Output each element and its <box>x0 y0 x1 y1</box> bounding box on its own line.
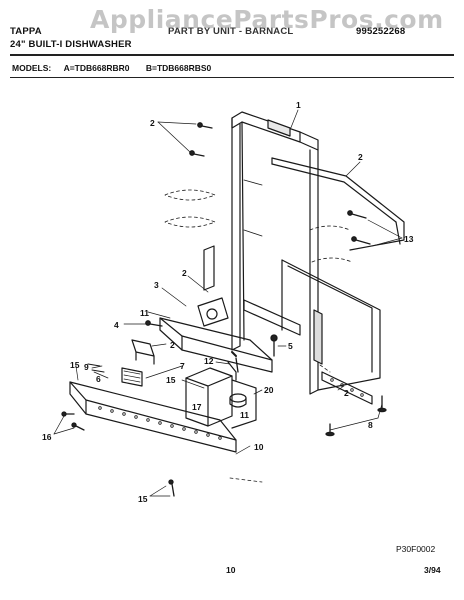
model-a: A=TDB668RBR0 <box>63 63 130 73</box>
models-line: MODELS: A=TDB668RBR0 B=TDB668RBS0 <box>12 63 211 73</box>
revision-date: 3/94 <box>424 565 441 575</box>
callout-4: 11 <box>140 308 149 318</box>
switch-part <box>197 245 229 327</box>
callout-17: 20 <box>264 385 274 395</box>
callout-11: 17 <box>192 402 202 412</box>
callout-10: 16 <box>42 432 52 442</box>
callout-5: 2 <box>170 340 175 350</box>
callout-2: 11 <box>240 410 249 420</box>
callout-2: 13 <box>404 234 414 244</box>
lower-frame-part <box>281 259 381 405</box>
switch-block-part <box>121 367 143 387</box>
watermark: AppliancePartsPros.com <box>90 5 444 34</box>
figure-code: P30F0002 <box>396 544 436 554</box>
model-b: B=TDB668RBS0 <box>145 63 212 73</box>
control-panel-part <box>69 381 237 453</box>
callout-3: 2 <box>182 268 187 278</box>
brand-label: TAPPA <box>10 26 42 37</box>
clip-part <box>131 339 155 365</box>
callout-12: 7 <box>180 361 185 371</box>
part-number: 995252268 <box>356 26 406 37</box>
callout-2: 4 <box>114 320 119 330</box>
callout-15: 5 <box>288 341 293 351</box>
callout-8: 10 <box>254 442 264 452</box>
callout-16: 2 <box>344 388 349 398</box>
callout-7: 6 <box>96 374 101 384</box>
models-label: MODELS: <box>12 63 52 73</box>
header-subtitle: 24" BUILT-I DISHWASHER <box>10 39 132 50</box>
callout-10: 15 <box>138 494 148 504</box>
header-rule-top <box>10 54 454 56</box>
callout-11: 3 <box>154 280 159 290</box>
header-center-title: PART BY UNIT - BARNACL <box>168 26 294 37</box>
callout-13: 2 <box>358 152 363 162</box>
leader-lines <box>53 109 403 497</box>
callout-15: 8 <box>368 420 373 430</box>
callout-2: 2 <box>150 118 155 128</box>
callout-20: 15 <box>166 375 176 385</box>
callout-6: 9 <box>84 362 89 372</box>
header-rule-bottom <box>10 77 454 78</box>
side-bracket-part <box>271 157 405 251</box>
hidden-lines <box>164 189 353 483</box>
frame-part <box>231 111 319 395</box>
page-number: 10 <box>226 565 236 575</box>
callout-9: 15 <box>70 360 80 370</box>
callout-15: 12 <box>204 356 214 366</box>
screws <box>61 122 387 497</box>
mounting-bracket-part <box>159 317 273 373</box>
motor-box-part <box>185 361 257 429</box>
callout-1: 1 <box>296 100 301 110</box>
